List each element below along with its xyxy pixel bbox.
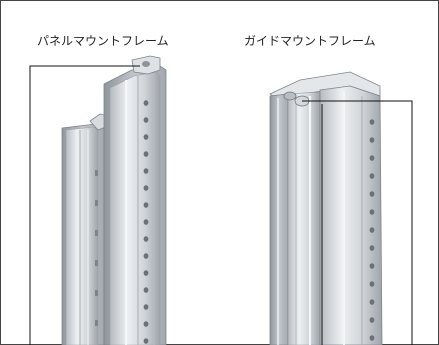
panel-mount-frame-label: パネルマウントフレーム xyxy=(37,34,169,48)
panel-mount-frame-illustration xyxy=(29,55,167,345)
panel-frame-leader-line xyxy=(29,65,140,345)
guide-frame-leader-line-right xyxy=(302,100,413,345)
guide-mount-frame-label: ガイドマウントフレーム xyxy=(244,34,376,48)
guide-mount-frame-illustration xyxy=(269,71,413,345)
